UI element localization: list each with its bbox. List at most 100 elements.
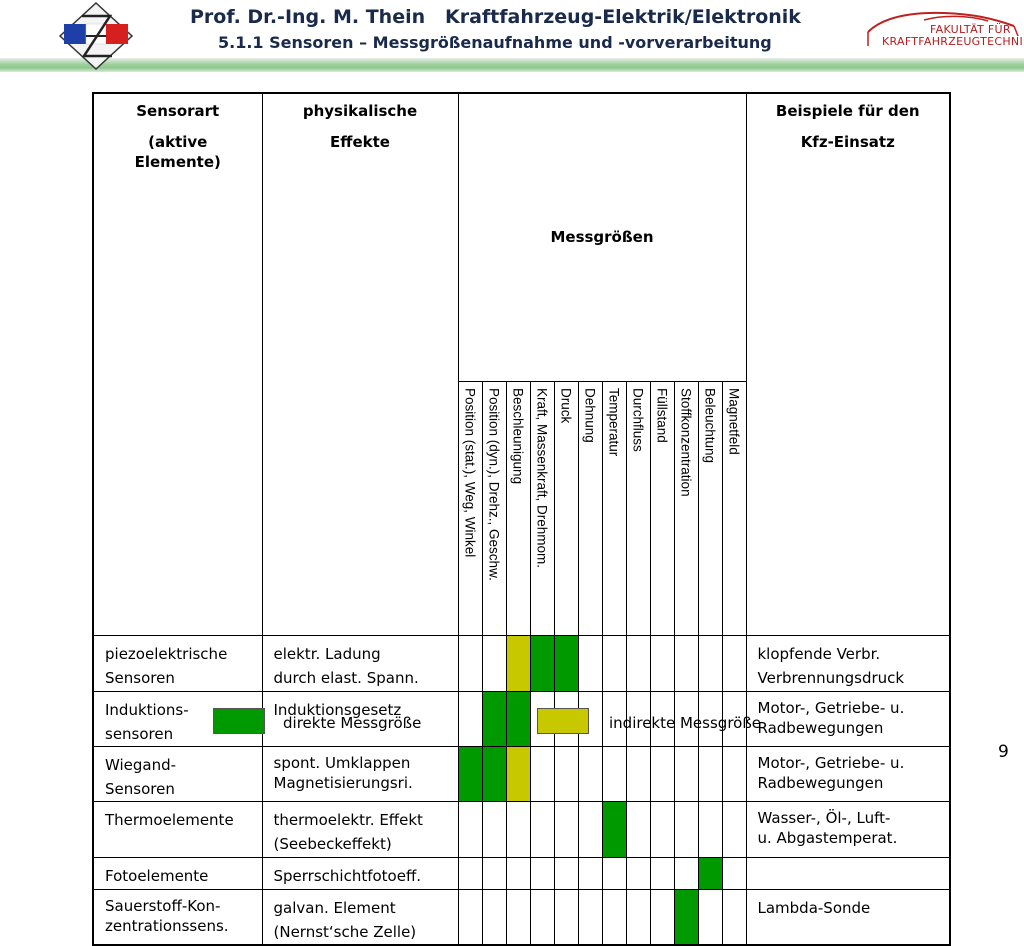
cell-empty (505, 856, 531, 890)
quantity-concentration: Stoffkonzentration (673, 380, 699, 636)
row-example (745, 856, 951, 890)
row-effect: thermoelektr. Effekt(Seebeckeffekt) (261, 800, 459, 858)
row-example: klopfende Verbr.Verbrennungsdruck (745, 634, 951, 692)
row-effect: galvan. Element(Nernst‘sche Zelle) (261, 888, 459, 946)
cell-empty (529, 856, 555, 890)
cell-direct (481, 745, 507, 802)
author-name: Prof. Dr.-Ing. M. Thein (190, 6, 426, 28)
row-example: Motor-, Getriebe- u.Radbewegungen (745, 690, 951, 747)
cell-empty (601, 634, 627, 692)
cell-empty (721, 634, 747, 692)
cell-empty (481, 800, 507, 858)
cell-empty (649, 634, 675, 692)
cell-empty (697, 745, 723, 802)
quantity-magnetic-field: Magnetfeld (721, 380, 747, 636)
cell-direct (673, 888, 699, 946)
cell-empty (721, 856, 747, 890)
row-sensor: Wiegand-Sensoren (92, 745, 263, 802)
slide-header (0, 0, 1024, 62)
cell-empty (625, 888, 651, 946)
row-sensor: Thermoelemente (92, 800, 263, 858)
cell-empty (625, 800, 651, 858)
course-name: Kraftfahrzeug-Elektrik/Elektronik (444, 6, 801, 28)
university-logo-icon (58, 2, 134, 70)
quantity-fill-level: Füllstand (649, 380, 675, 636)
cell-empty (457, 690, 483, 747)
quantity-temperature: Temperatur (601, 380, 627, 636)
faculty-name-line1: FAKULTÄT FÜR (930, 23, 1011, 36)
cell-indirect (505, 634, 531, 692)
quantity-header-row: Position (stat.), Weg, Winkel Position (… (93, 380, 950, 636)
header-band (0, 58, 1024, 72)
cell-empty (481, 888, 507, 946)
header-beispiele: Beispiele für den Kfz-Einsatz (745, 92, 951, 636)
cell-empty (577, 856, 603, 890)
cell-direct (457, 745, 483, 802)
header-sensorart: Sensorart (aktive Elemente) (92, 92, 263, 636)
header-effekte: physikalische Effekte (261, 92, 459, 636)
quantity-strain: Dehnung (577, 380, 603, 636)
cell-direct (481, 690, 507, 747)
quantity-illumination: Beleuchtung (697, 380, 723, 636)
faculty-car-logo-icon (867, 11, 1019, 46)
cell-empty (481, 634, 507, 692)
header-messgroessen: Messgrößen (457, 92, 747, 382)
cell-empty (529, 888, 555, 946)
legend-direct-label: direkte Messgröße (283, 714, 422, 732)
quantity-position-static: Position (stat.), Weg, Winkel (457, 380, 483, 636)
cell-empty (457, 856, 483, 890)
table-row: Thermoelemente thermoelektr. Effekt(Seeb… (92, 800, 951, 858)
cell-direct (601, 800, 627, 858)
cell-empty (673, 856, 699, 890)
table-row: Sauerstoff-Kon-zentrationssens. galvan. … (92, 888, 951, 946)
sensor-table: Sensorart (aktive Elemente) physikalisch… (92, 92, 951, 946)
row-effect: Sperrschichtfotoeff. (261, 856, 459, 890)
cell-empty (673, 745, 699, 802)
cell-empty (505, 888, 531, 946)
page-number: 9 (998, 742, 1009, 762)
cell-empty (553, 800, 579, 858)
cell-empty (529, 800, 555, 858)
cell-empty (577, 634, 603, 692)
cell-empty (577, 800, 603, 858)
cell-empty (721, 800, 747, 858)
cell-empty (457, 800, 483, 858)
cell-empty (577, 745, 603, 802)
cell-empty (457, 888, 483, 946)
slide-title: Prof. Dr.-Ing. M. Thein Kraftfahrzeug-El… (190, 6, 850, 28)
cell-empty (673, 634, 699, 692)
cell-empty (721, 745, 747, 802)
cell-empty (697, 888, 723, 946)
legend-direct-swatch (213, 708, 265, 734)
cell-empty (649, 856, 675, 890)
row-sensor: Sauerstoff-Kon-zentrationssens. (92, 888, 263, 946)
cell-empty (649, 800, 675, 858)
cell-direct (505, 690, 531, 747)
cell-empty (553, 888, 579, 946)
cell-empty (505, 800, 531, 858)
cell-empty (481, 856, 507, 890)
faculty-name-line2: KRAFTFAHRZEUGTECHNIK (882, 35, 1024, 48)
cell-empty (697, 690, 723, 747)
cell-empty (601, 888, 627, 946)
cell-empty (529, 745, 555, 802)
cell-empty (673, 800, 699, 858)
cell-direct (553, 634, 579, 692)
cell-empty (577, 888, 603, 946)
table-header-row: Sensorart (aktive Elemente) physikalisch… (92, 92, 951, 636)
row-example: Wasser-, Öl-, Luft-u. Abgastemperat. (745, 800, 951, 858)
row-example: Motor-, Getriebe- u.Radbewegungen (745, 745, 951, 802)
cell-empty (553, 856, 579, 890)
cell-empty (649, 888, 675, 946)
cell-empty (649, 745, 675, 802)
cell-empty (553, 745, 579, 802)
row-example: Lambda-Sonde (745, 888, 951, 946)
cell-indirect (505, 745, 531, 802)
cell-empty (457, 634, 483, 692)
legend-indirect-label: indirekte Messgröße (609, 714, 762, 732)
cell-empty (625, 745, 651, 802)
